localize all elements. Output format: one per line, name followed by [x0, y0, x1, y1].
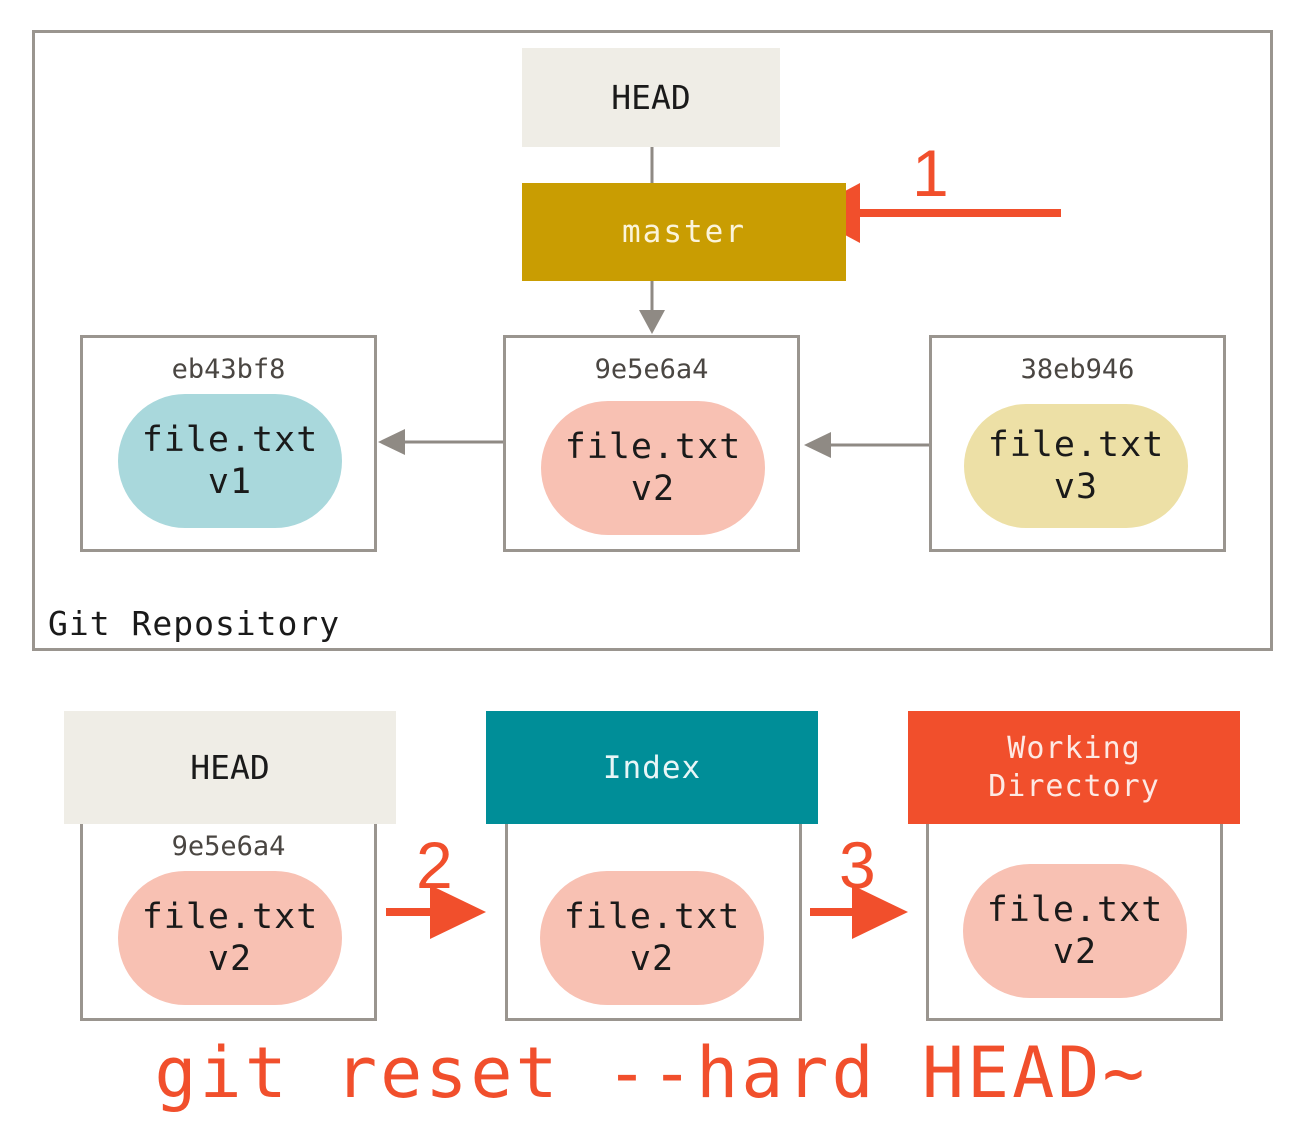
- commit-hash: 38eb946: [1020, 354, 1135, 385]
- file-blob-v1: file.txt v1: [118, 394, 342, 528]
- step-2-arrowhead: [430, 885, 486, 939]
- commit-box-38eb946: 38eb946 file.txt v3: [929, 335, 1226, 552]
- step-1-label: 1: [912, 136, 949, 210]
- blob-filename: file.txt: [564, 427, 742, 467]
- head-area-header: HEAD: [64, 711, 396, 824]
- git-command: git reset --hard HEAD~: [154, 1032, 1148, 1114]
- master-branch-ref: master: [522, 183, 846, 281]
- working-directory-area-box: file.txt v2: [926, 790, 1223, 1021]
- step-2-label: 2: [416, 828, 453, 902]
- head-ref: HEAD: [522, 48, 780, 147]
- step-3-arrowhead: [852, 885, 908, 939]
- file-blob-v3: file.txt v3: [964, 404, 1188, 528]
- index-area-header: Index: [486, 711, 818, 824]
- blob-filename: file.txt: [141, 897, 319, 937]
- git-repository-label: Git Repository: [48, 604, 341, 643]
- commit-hash: 9e5e6a4: [594, 354, 709, 385]
- blob-version: v2: [1052, 932, 1098, 972]
- parent-link-2-arrowhead: [804, 432, 831, 458]
- step-3-label: 3: [839, 828, 876, 902]
- blob-version: v1: [207, 462, 253, 502]
- blob-version: v2: [630, 469, 676, 509]
- blob-filename: file.txt: [986, 890, 1164, 930]
- commit-box-9e5e6a4: 9e5e6a4 file.txt v2: [503, 335, 800, 552]
- git-repository-frame: [32, 30, 1273, 651]
- file-blob-v2: file.txt v2: [540, 871, 764, 1005]
- file-blob-v2: file.txt v2: [963, 864, 1187, 998]
- file-blob-v2: file.txt v2: [118, 871, 342, 1005]
- commit-box-eb43bf8: eb43bf8 file.txt v1: [80, 335, 377, 552]
- blob-filename: file.txt: [141, 420, 319, 460]
- blob-filename: file.txt: [987, 425, 1165, 465]
- blob-filename: file.txt: [563, 897, 741, 937]
- working-directory-title-line2: Directory: [988, 768, 1160, 804]
- blob-version: v3: [1053, 467, 1099, 507]
- head-area-box: 9e5e6a4 file.txt v2: [80, 790, 377, 1021]
- parent-link-1-arrowhead: [378, 429, 405, 455]
- blob-version: v2: [629, 939, 675, 979]
- index-area-box: file.txt v2: [505, 790, 802, 1021]
- master-to-commit-arrowhead: [639, 310, 665, 334]
- commit-hash: 9e5e6a4: [171, 831, 286, 862]
- working-directory-area-header: Working Directory: [908, 711, 1240, 824]
- blob-version: v2: [207, 939, 253, 979]
- working-directory-title-line1: Working: [1007, 730, 1141, 766]
- file-blob-v2: file.txt v2: [541, 401, 765, 535]
- commit-hash: eb43bf8: [171, 354, 286, 385]
